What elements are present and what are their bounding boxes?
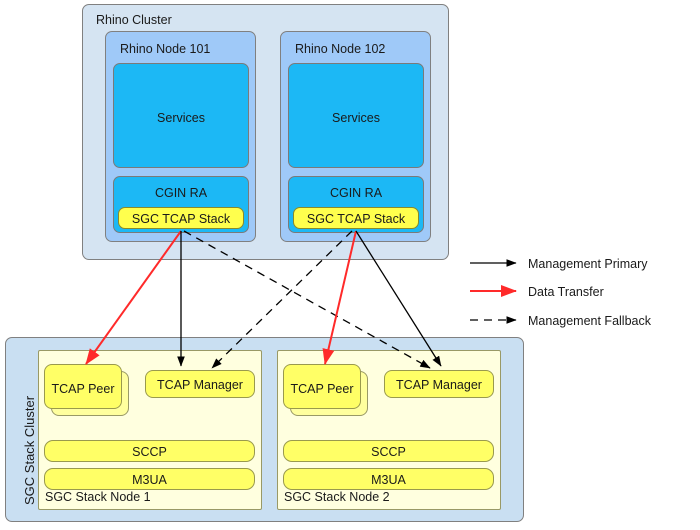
legend-label-management-primary: Management Primary [528, 257, 648, 271]
sgc-tcap-stack-label-101: SGC TCAP Stack [131, 212, 231, 226]
sgc-stack-node-1-title: SGC Stack Node 1 [45, 490, 151, 504]
services-box-101: Services [113, 63, 249, 168]
services-label-102: Services [332, 111, 380, 125]
m3ua-bar-2: M3UA [283, 468, 494, 490]
services-label-101: Services [157, 111, 205, 125]
m3ua-label-1: M3UA [132, 473, 167, 487]
sccp-bar-1: SCCP [44, 440, 255, 462]
rhino-node-101-title: Rhino Node 101 [120, 42, 211, 56]
m3ua-label-2: M3UA [371, 473, 406, 487]
sccp-label-2: SCCP [371, 445, 406, 459]
tcap-peer-label-2: TCAP Peer [290, 382, 354, 396]
sgc-tcap-stack-label-102: SGC TCAP Stack [306, 212, 406, 226]
legend-label-management-fallback: Management Fallback [528, 314, 651, 328]
sccp-label-1: SCCP [132, 445, 167, 459]
sgc-stack-cluster-title: SGC Stack Cluster [22, 395, 37, 505]
sccp-bar-2: SCCP [283, 440, 494, 462]
sgc-tcap-stack-101: SGC TCAP Stack [118, 207, 244, 229]
rhino-node-102-title: Rhino Node 102 [295, 42, 386, 56]
tcap-peer-label-1: TCAP Peer [51, 382, 115, 396]
tcap-peer-2: TCAP Peer [283, 364, 361, 409]
rhino-cluster-title: Rhino Cluster [96, 13, 172, 27]
tcap-manager-1: TCAP Manager [145, 370, 255, 398]
cgin-ra-label-102: CGIN RA [329, 186, 383, 200]
tcap-manager-label-2: TCAP Manager [396, 378, 482, 392]
m3ua-bar-1: M3UA [44, 468, 255, 490]
services-box-102: Services [288, 63, 424, 168]
legend-label-data-transfer: Data Transfer [528, 285, 604, 299]
sgc-tcap-stack-102: SGC TCAP Stack [293, 207, 419, 229]
cgin-ra-label-101: CGIN RA [154, 186, 208, 200]
sgc-stack-node-2-title: SGC Stack Node 2 [284, 490, 390, 504]
tcap-manager-2: TCAP Manager [384, 370, 494, 398]
tcap-peer-1: TCAP Peer [44, 364, 122, 409]
tcap-manager-label-1: TCAP Manager [157, 378, 243, 392]
